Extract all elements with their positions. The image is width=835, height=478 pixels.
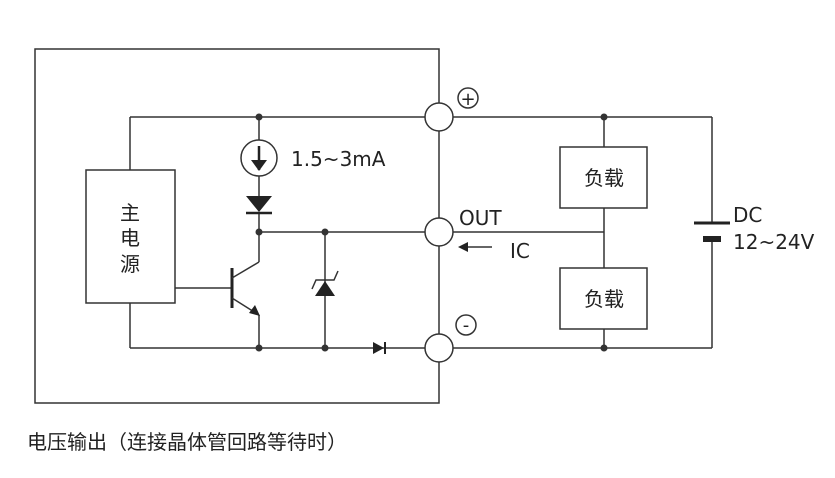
external-wiring: [453, 116, 713, 349]
current-source-icon: [240, 139, 278, 177]
minus-label: -: [463, 315, 470, 336]
load-label-upper: 负载: [584, 166, 624, 190]
load-box-lower: [559, 267, 648, 330]
diagram-caption: 电压输出（连接晶体管回路等待时）: [27, 430, 347, 454]
plus-icon: +: [457, 87, 479, 110]
load-box-upper: [559, 146, 648, 209]
power-supply-label-2: 电: [120, 226, 140, 250]
load-label-lower: 负载: [584, 287, 624, 311]
transistor-icon: [230, 261, 260, 316]
power-supply-label-1: 主: [120, 201, 140, 225]
out-label: OUT: [459, 206, 502, 230]
terminal-positive: [424, 102, 454, 132]
terminal-out: [424, 217, 454, 247]
plus-label: +: [460, 89, 475, 110]
minus-icon: -: [455, 314, 477, 336]
battery-icon: [694, 221, 730, 242]
diode-icon: [246, 196, 272, 215]
terminal-negative: [424, 333, 454, 363]
dc-label: DC: [733, 203, 762, 227]
current-label: IC: [510, 239, 530, 263]
protection-diode-icon: [373, 342, 386, 354]
zener-diode-icon: [311, 270, 339, 296]
dc-voltage-label: 12~24V: [733, 230, 815, 254]
power-supply-block: [85, 169, 176, 304]
current-arrow-icon: [458, 242, 492, 252]
power-supply-label-3: 源: [120, 252, 140, 276]
current-source-label: 1.5~3mA: [291, 147, 386, 171]
